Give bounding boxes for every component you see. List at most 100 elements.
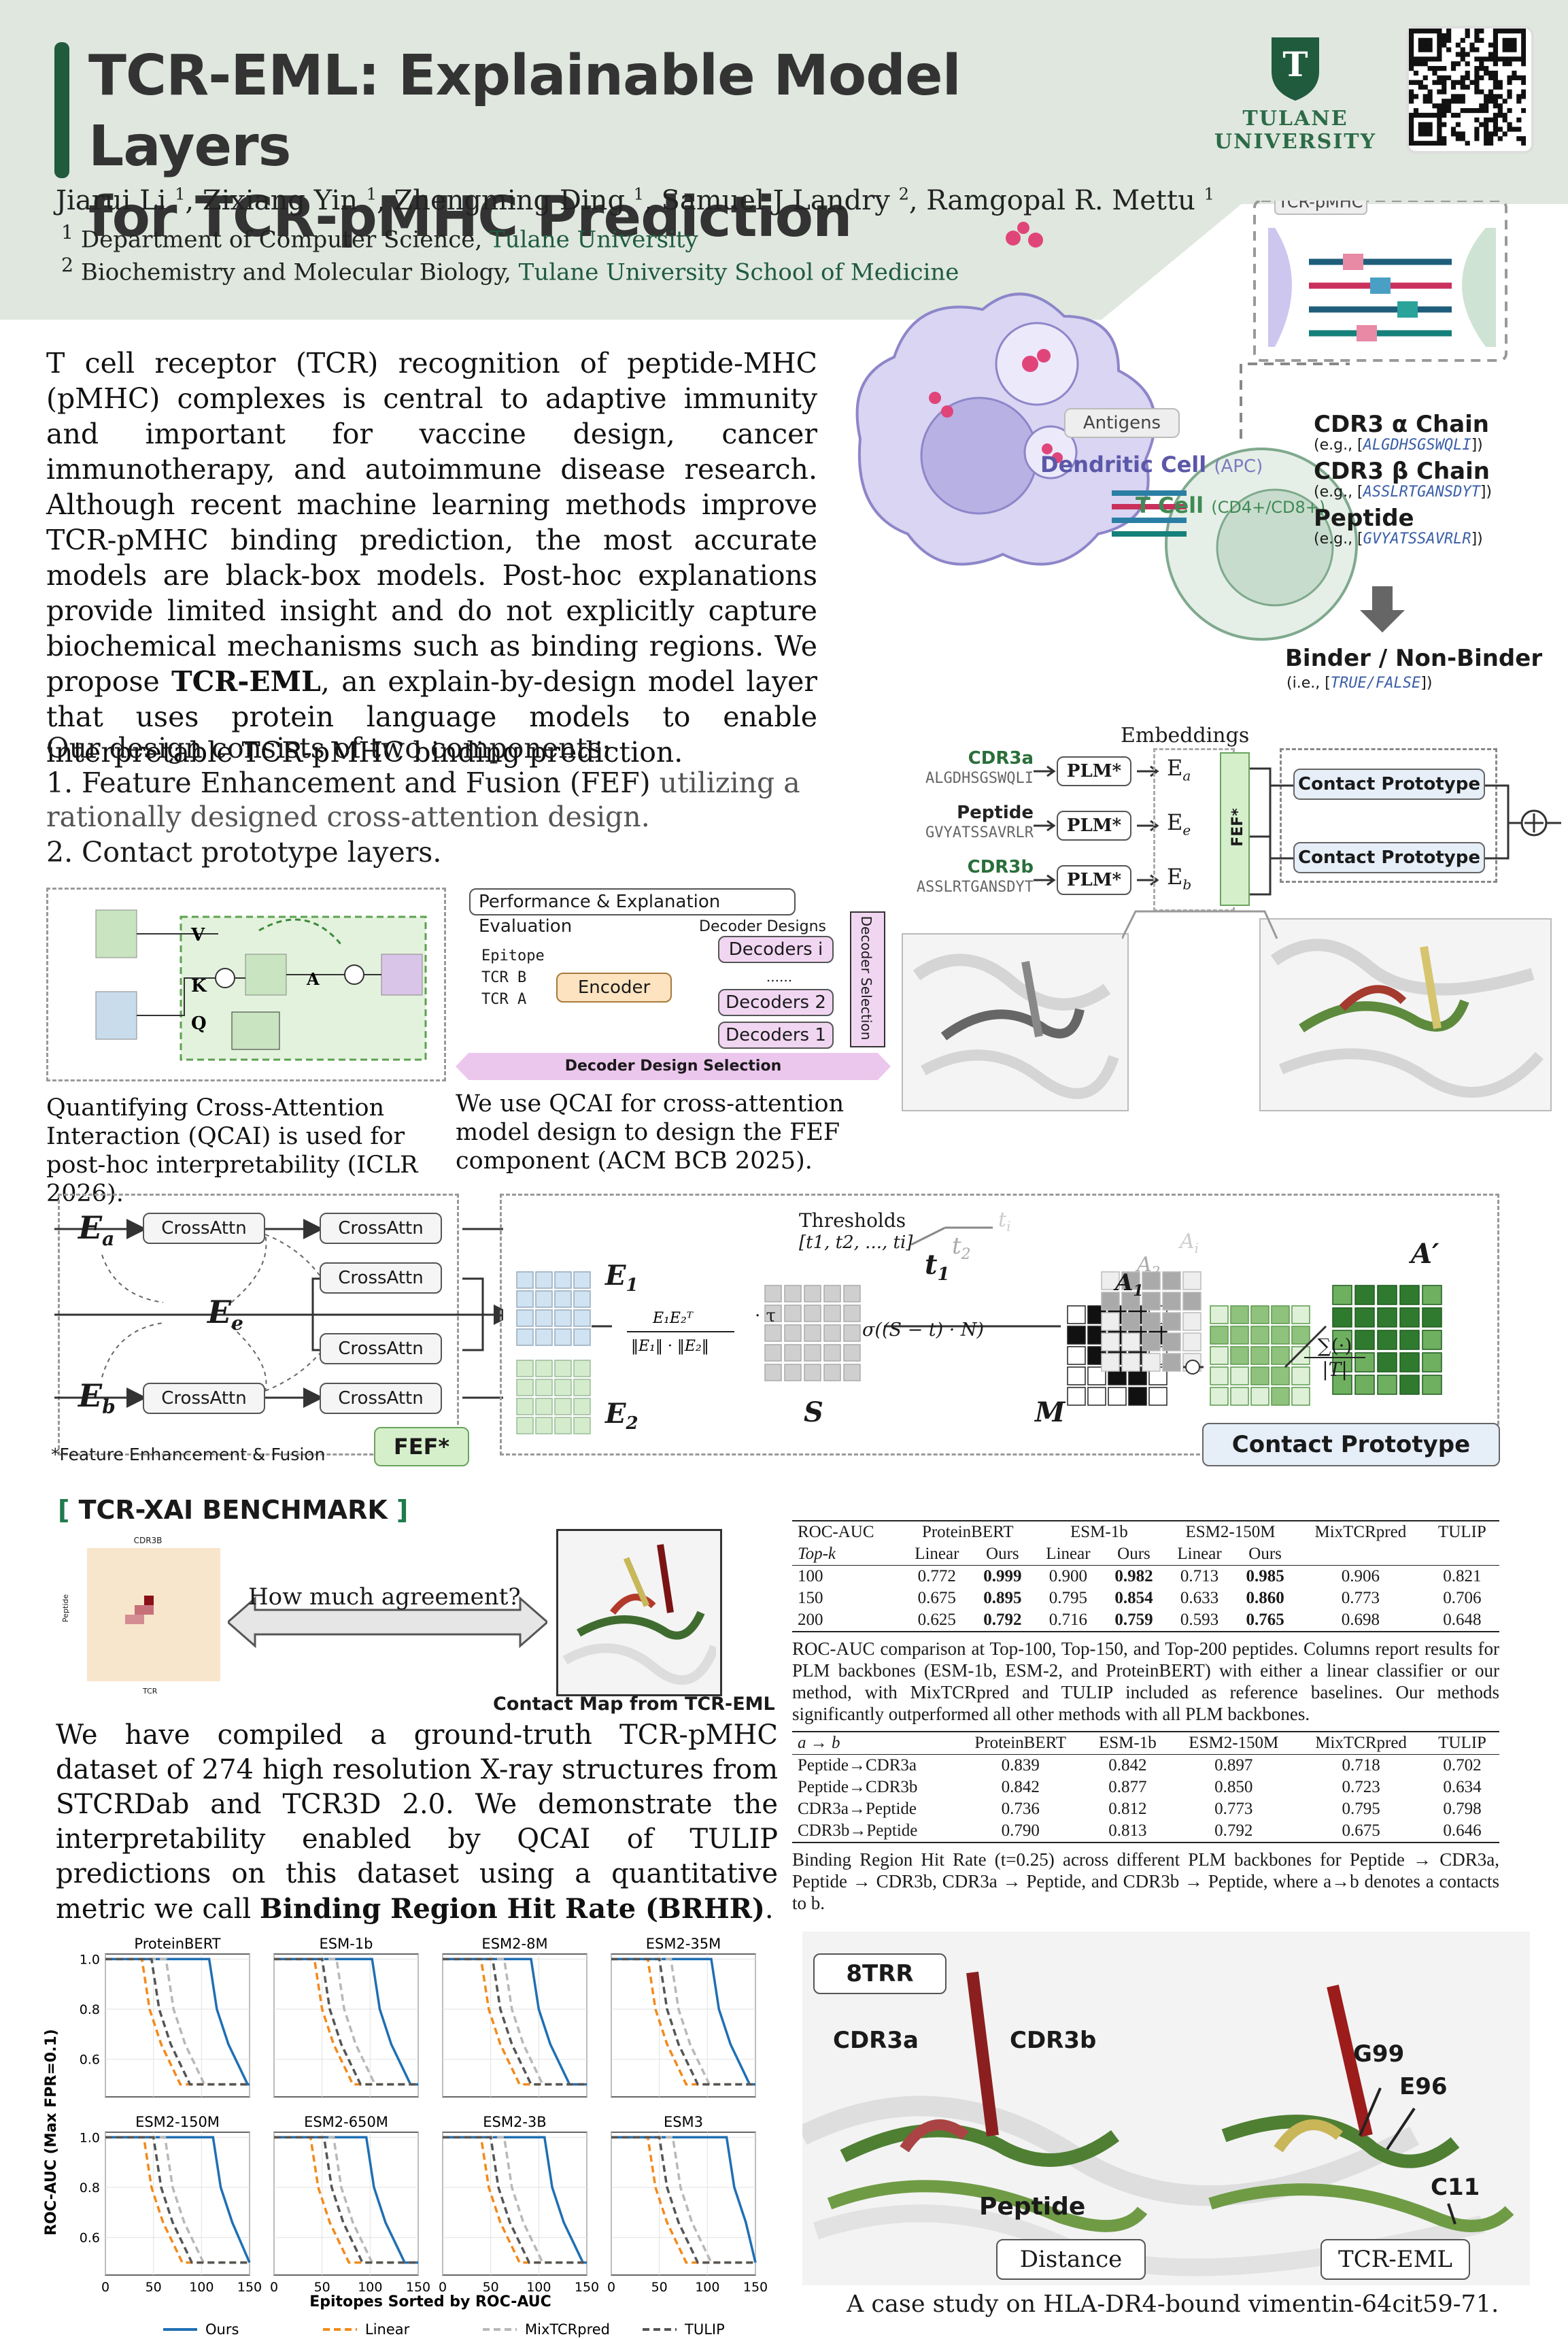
heatmap-cell	[173, 1634, 182, 1643]
heatmap-cell	[116, 1596, 125, 1605]
sigma-label: σ((S − t) · N)	[862, 1319, 985, 1341]
heatmap-cell	[163, 1615, 173, 1624]
heatmap-cell	[106, 1596, 116, 1605]
heatmap-cell	[144, 1586, 154, 1596]
qr-code-icon	[1409, 29, 1527, 146]
decoder-selection-figure: Performance & Explanation Evaluation Dec…	[456, 884, 898, 1081]
heatmap-cell	[116, 1653, 125, 1662]
matrix-cell	[535, 1328, 553, 1346]
matrix-cell	[1422, 1330, 1442, 1350]
matrix-cell	[1101, 1353, 1120, 1372]
m-label: M	[1035, 1396, 1066, 1428]
heatmap-cell	[163, 1577, 173, 1586]
arch-input-sequence: ALGDHSGSWQLI	[925, 770, 1034, 787]
heatmap-cell	[192, 1586, 201, 1596]
heatmap-cell	[116, 1586, 125, 1596]
matrix-cell	[1182, 1292, 1201, 1311]
legend-label: TULIP	[684, 2321, 725, 2338]
y-tick-label: 0.6	[80, 2053, 100, 2068]
heatmap-cell	[144, 1596, 154, 1605]
table-cell: 0.723	[1342, 1778, 1380, 1796]
series-line	[105, 2136, 251, 2264]
heatmap-cell	[163, 1624, 173, 1634]
heatmap-cell	[201, 1662, 211, 1672]
matrix-cell	[1250, 1387, 1269, 1406]
table-cell: Peptide→CDR3b	[798, 1778, 918, 1796]
matrix-cell	[554, 1309, 572, 1327]
table-cell: 0.850	[1214, 1778, 1253, 1796]
matrix-cell	[535, 1309, 553, 1327]
matrix-cell	[1142, 1292, 1161, 1311]
heatmap-cell	[173, 1548, 182, 1558]
heatmap-cell	[154, 1586, 163, 1596]
qcai-input-label: TCR A	[481, 991, 527, 1008]
distance-label: Distance	[996, 2239, 1146, 2280]
matrix-cell	[1399, 1375, 1420, 1395]
fef-footnote: *Feature Enhancement & Fusion	[51, 1445, 326, 1464]
heatmap-cell	[116, 1558, 125, 1567]
structure-image-grey	[902, 933, 1129, 1111]
matrix-cell	[535, 1360, 553, 1377]
heatmap-cell	[211, 1586, 220, 1596]
table-cell: 0.759	[1114, 1611, 1153, 1629]
table-header-cell: Linear	[915, 1545, 959, 1563]
heatmap-cell	[211, 1615, 220, 1624]
table-cell: 0.812	[1108, 1800, 1147, 1818]
heatmap-cell	[211, 1548, 220, 1558]
crossattn-2: CrossAttn	[320, 1262, 442, 1294]
ea-label: Ea	[78, 1209, 115, 1251]
heatmap-cell	[97, 1662, 106, 1672]
heatmap-cell	[154, 1672, 163, 1681]
heatmap-cell	[106, 1567, 116, 1577]
heatmap-cell	[192, 1548, 201, 1558]
heatmap-cell	[125, 1643, 135, 1653]
matrix-cell	[1291, 1366, 1310, 1385]
heatmap-cell	[106, 1662, 116, 1672]
matrix-cell	[1067, 1346, 1086, 1365]
heatmap-cell	[97, 1634, 106, 1643]
embedding-label: Ee	[1167, 809, 1191, 839]
heatmap-cell	[97, 1596, 106, 1605]
table-header-cell: Ours	[1117, 1545, 1151, 1563]
subplot-title: ESM2-3B	[483, 2114, 546, 2130]
heatmap-cell	[116, 1672, 125, 1681]
matrix-cell	[1101, 1292, 1120, 1311]
design-intro: Our design consists of two components:	[46, 732, 611, 764]
matrix-cell	[554, 1379, 572, 1396]
table-cell: 150	[798, 1589, 823, 1607]
heatmap-cell	[182, 1672, 192, 1681]
heatmap-cell	[116, 1615, 125, 1624]
y-tick-label: 0.8	[80, 2181, 100, 2195]
matrix-cell	[764, 1344, 782, 1362]
svg-text:V: V	[190, 925, 205, 945]
table-header-cell: TULIP	[1438, 1734, 1486, 1752]
matrix-cell	[843, 1344, 861, 1362]
matrix-cell	[823, 1285, 841, 1302]
heatmap-figure: CDR3B Peptide TCR	[61, 1536, 221, 1696]
heatmap-cell	[125, 1586, 135, 1596]
antigens-label: Antigens	[1064, 408, 1180, 438]
series-line	[105, 1957, 250, 2086]
heatmap-cell	[97, 1624, 106, 1634]
matrix-cell	[1377, 1307, 1397, 1328]
heatmap-cell	[201, 1624, 211, 1634]
svg-text:T: T	[1282, 44, 1308, 84]
svg-text:Q: Q	[191, 1013, 207, 1034]
binder-example: (i.e., [TRUE/FALSE])	[1286, 675, 1433, 692]
x-tick-label: 50	[483, 2280, 499, 2295]
matrix-cell	[1354, 1330, 1375, 1350]
matrix-cell	[823, 1364, 841, 1381]
table-header-cell: ESM2-150M	[1185, 1523, 1276, 1541]
matrix-cell	[843, 1305, 861, 1322]
heatmap-cell	[182, 1605, 192, 1615]
qr-code[interactable]	[1406, 26, 1534, 154]
tcr-eml-label: TCR-EML	[1320, 2239, 1470, 2280]
series-line	[443, 2136, 587, 2264]
contact-map-label: Contact Map from TCR-EML	[493, 1694, 775, 1715]
